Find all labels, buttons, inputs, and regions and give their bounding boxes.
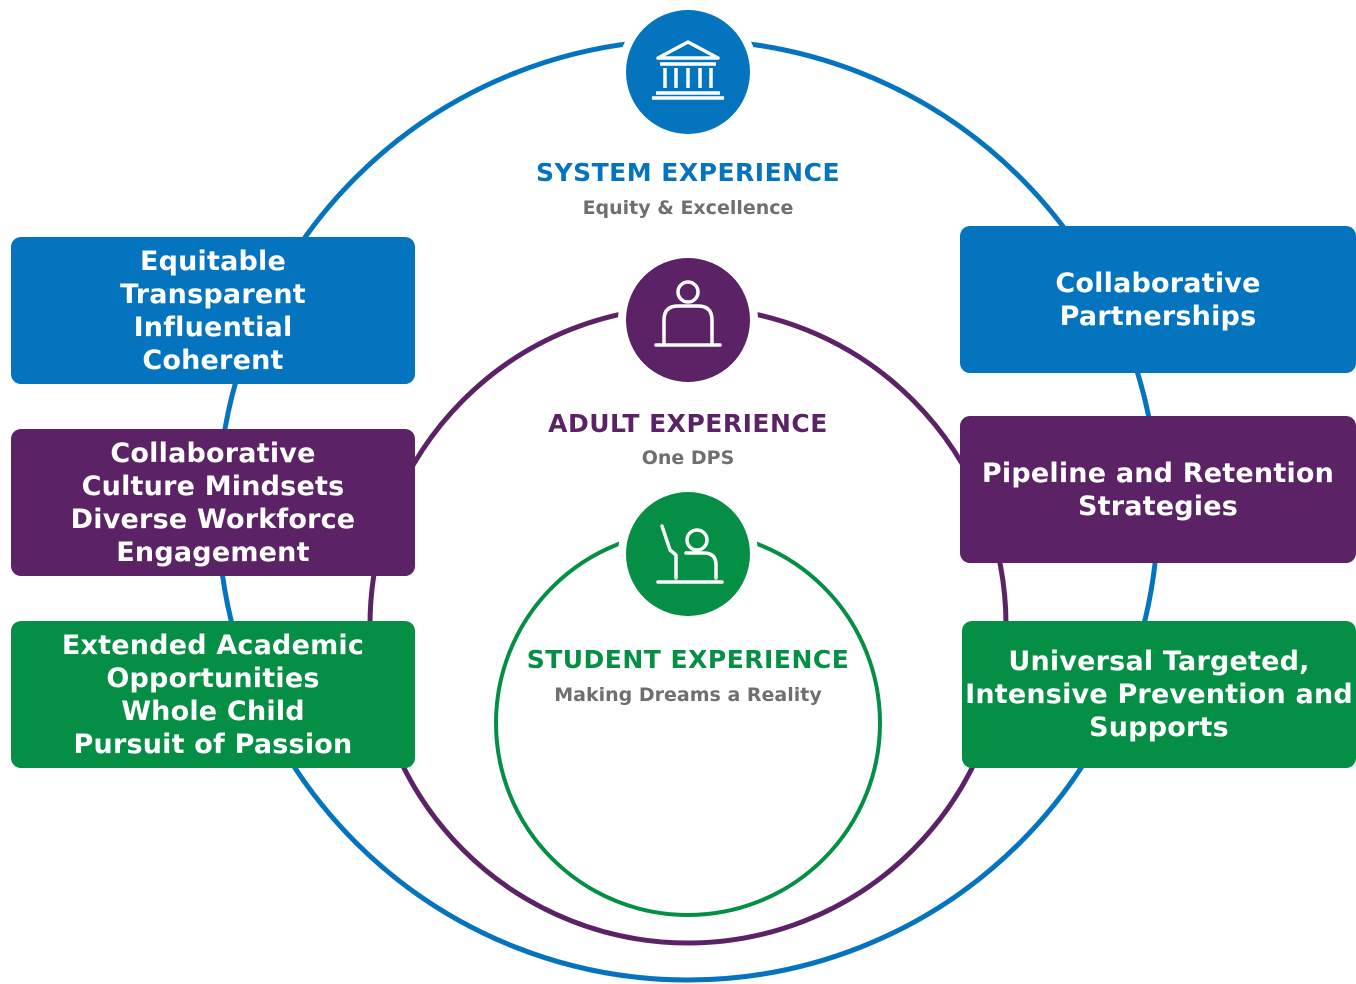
- adult-experience-title: ADULT EXPERIENCE: [548, 409, 828, 438]
- student-strategies-box: Universal Targeted, Intensive Prevention…: [962, 621, 1356, 768]
- student-experience-title: STUDENT EXPERIENCE: [526, 645, 850, 674]
- system-experience-title: SYSTEM EXPERIENCE: [535, 158, 841, 187]
- box-line: Engagement: [116, 536, 310, 568]
- box-line: Transparent: [120, 278, 306, 310]
- box-line: Extended Academic: [61, 629, 365, 661]
- government-building-icon: [618, 2, 758, 142]
- adult-experience-subtitle: One DPS: [641, 447, 735, 469]
- box-line: Pipeline and Retention: [981, 457, 1335, 489]
- system-attributes-box: Equitable Transparent Influential Cohere…: [11, 237, 415, 384]
- box-line: Collaborative: [1055, 267, 1261, 299]
- student-attributes-box: Extended Academic Opportunities Whole Ch…: [11, 621, 415, 768]
- box-line: Intensive Prevention and: [965, 679, 1353, 710]
- adult-strategies-box: Pipeline and Retention Strategies: [960, 416, 1356, 563]
- box-line: Diverse Workforce: [70, 503, 356, 535]
- system-strategies-box: Collaborative Partnerships: [960, 226, 1356, 373]
- student-experience-subtitle: Making Dreams a Reality: [554, 684, 822, 706]
- box-line: Opportunities: [106, 662, 320, 694]
- box-line: Influential: [133, 311, 293, 343]
- adult-person-icon: [618, 250, 758, 390]
- box-line: Universal Targeted,: [1008, 646, 1310, 677]
- student-raising-hand-icon: [618, 484, 758, 624]
- box-line: Whole Child: [121, 695, 305, 727]
- box-line: Partnerships: [1059, 300, 1257, 332]
- box-line: Pursuit of Passion: [73, 728, 353, 760]
- system-experience-subtitle: Equity & Excellence: [582, 197, 794, 219]
- box-line: Supports: [1089, 712, 1229, 743]
- adult-ring: [367, 304, 1009, 946]
- box-line: Collaborative: [110, 437, 316, 469]
- box-line: Equitable: [139, 245, 287, 277]
- box-line: Culture Mindsets: [81, 470, 345, 502]
- adult-attributes-box: Collaborative Culture Mindsets Diverse W…: [11, 429, 415, 576]
- box-line: Strategies: [1077, 490, 1239, 522]
- box-line: Coherent: [142, 344, 284, 376]
